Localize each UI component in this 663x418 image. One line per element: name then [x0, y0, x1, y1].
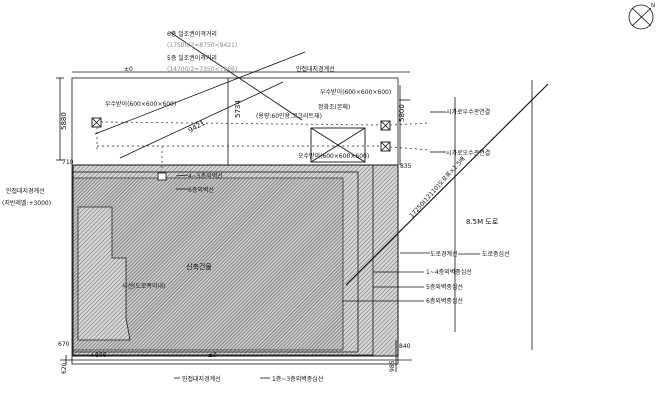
floor-line-5-6-label: 5층외벽중심선	[426, 283, 463, 291]
dim-5734: 5734	[234, 100, 242, 118]
height-limit-5f-label: 5층 일조권이격거리	[167, 54, 217, 62]
catch-basin-bottom-icon	[380, 141, 391, 152]
road-width-label: 8.5M 도로	[466, 218, 499, 226]
catch-basin-bottom-label: 오수받이(600×600×600)	[298, 152, 369, 160]
dim-plus-800: +800	[90, 352, 107, 359]
adjacent-boundary-bottom-label: 인접대지경계선	[182, 375, 221, 383]
floor-line-6-label: 6층외벽선	[188, 186, 214, 194]
septic-tank-label: 정화조(본체)	[318, 103, 350, 111]
adjacent-boundary-left-label: 인접대지경계선	[6, 187, 45, 195]
height-limit-6f-calc: (17500/2=8750<9421)	[167, 42, 237, 49]
road-centerline-label: 도로중심선	[482, 250, 510, 258]
north-arrow-icon: N	[628, 3, 655, 30]
catch-basin-top-label: 우수받이(600×600×600)	[320, 88, 391, 96]
height-limit-5f-calc: (14700/2=7350<7866)	[167, 66, 237, 73]
dim-985: 985	[389, 360, 396, 372]
sewer-connect-1-label: 시가로우수관연결	[446, 108, 490, 116]
building-footprint	[72, 164, 399, 357]
pipe-lines	[96, 121, 431, 173]
dim-9421: 9421	[187, 119, 206, 135]
road-setback-diag-label: 17250(12110)도로폭×1.5배	[408, 155, 467, 219]
dim-5880: 5880	[60, 112, 68, 130]
sunlight-setback-lines	[94, 31, 549, 350]
dim-835: 835	[400, 163, 412, 170]
leader-lines	[174, 111, 480, 379]
septic-tank	[310, 127, 366, 163]
adjacent-level-left-label: (지반레벨:+3000)	[2, 199, 51, 207]
dim-840: 840	[399, 343, 411, 350]
road-boundary-label: 도로경계선	[430, 250, 458, 258]
catch-basin-top-icon	[380, 120, 391, 131]
floor-line-1-4-label: 1~4층외벽중심선	[426, 268, 472, 276]
sewer-connect-2-label: 시가로오수관연결	[446, 149, 490, 157]
svg-text:N: N	[651, 3, 655, 9]
dimension-lines	[56, 71, 412, 372]
septic-spec-label: (용량:60인용,코크리트재)	[256, 112, 322, 120]
height-limit-6f-label: 6층 일조권이격거리	[167, 30, 217, 38]
building-label: 신축건물	[186, 262, 212, 271]
floor-line-4-5-label: 4~5층외벽선	[188, 172, 223, 180]
zero-bottom-label: ±0	[208, 352, 217, 359]
adjacent-boundary-top-label: 인접대지경계선	[296, 65, 335, 73]
floor-line-6b-label: 6층외벽중심선	[426, 297, 463, 305]
dim-620: 620	[61, 362, 68, 374]
floor-line-1-3-bottom-label: 1층~3층외벽중심선	[272, 375, 323, 383]
catch-basin-bottom2-icon	[157, 172, 167, 181]
catch-basin-left-icon	[91, 117, 102, 128]
catch-basin-left-label: 우수받이(600×600×600)	[105, 100, 176, 108]
zero-top-label: ±0	[124, 66, 133, 73]
dim-5800: 5800	[398, 104, 406, 122]
dim-670: 670	[58, 341, 70, 348]
dim-710: 710	[62, 159, 74, 166]
sloped-setback-label: 사선(도로폭이내)	[122, 282, 165, 290]
